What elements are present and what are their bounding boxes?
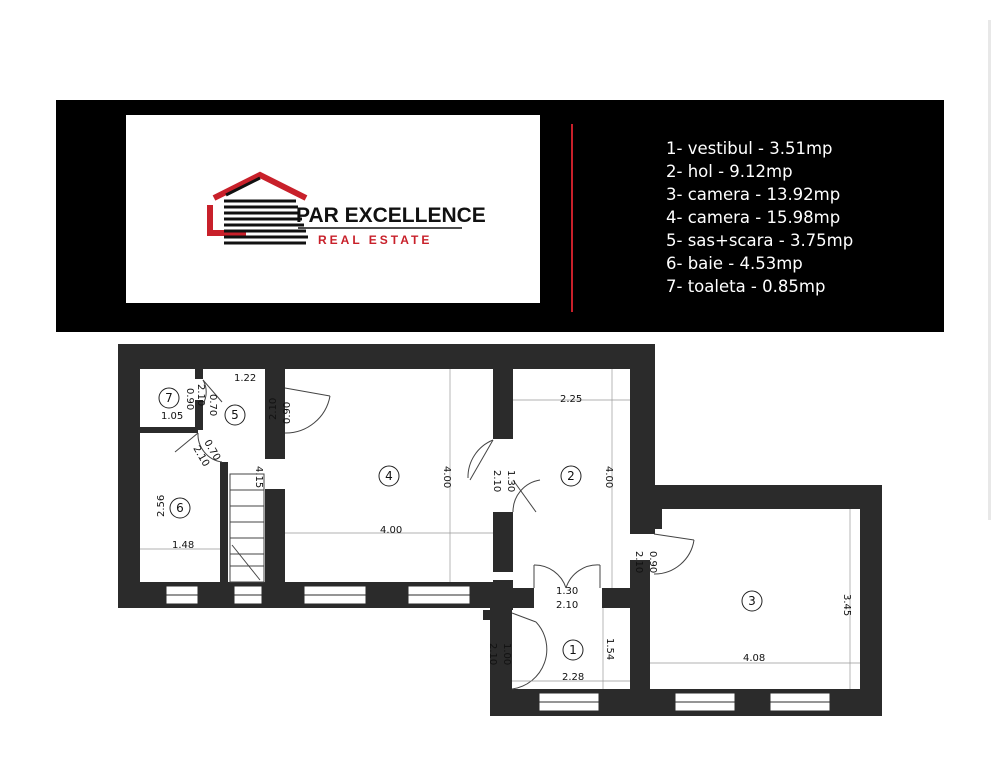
room-number-4: 4 <box>385 469 393 483</box>
dim-label: 2.28 <box>562 672 584 683</box>
dim-label: 4.00 <box>380 525 402 536</box>
room-markers <box>158 387 763 661</box>
window-lines <box>166 594 830 703</box>
walls <box>118 344 882 716</box>
legend-item: 3- camera - 13.92mp <box>666 185 841 204</box>
dim-label: 1.54 <box>604 638 615 660</box>
dim-label: 4.15 <box>253 466 264 488</box>
dim-label: 2.56 <box>156 495 167 517</box>
legend-item: 4- camera - 15.98mp <box>666 208 841 227</box>
stairs <box>229 473 265 583</box>
dim-label: 2.10 <box>487 643 498 665</box>
dim-label: 2.25 <box>560 394 582 405</box>
dim-label: 2.10 <box>195 384 206 406</box>
dim-label: 1.00 <box>501 643 512 665</box>
door-swings <box>174 379 695 690</box>
dim-label: 2.10 <box>268 398 279 420</box>
logo-tagline: REAL ESTATE <box>318 233 432 247</box>
dim-label: 4.00 <box>603 466 614 488</box>
legend-item: 6- baie - 4.53mp <box>666 254 803 273</box>
room-number-3: 3 <box>748 594 756 608</box>
dim-label: 1.30 <box>556 586 578 597</box>
scroll-edge <box>988 20 991 520</box>
legend-item: 2- hol - 9.12mp <box>666 162 793 181</box>
logo-name: PAR EXCELLENCE <box>296 204 486 227</box>
dim-label: 0.90 <box>647 551 658 573</box>
banner-divider <box>571 124 573 312</box>
dimension-lines <box>140 369 860 689</box>
room-number-2: 2 <box>567 469 575 483</box>
room-number-1: 1 <box>569 643 577 657</box>
legend-item: 1- vestibul - 3.51mp <box>666 139 833 158</box>
legend-item: 7- toaleta - 0.85mp <box>666 277 826 296</box>
dim-label: 0.70 <box>207 394 218 416</box>
room-number-6: 6 <box>176 501 184 515</box>
dim-label: 2.10 <box>633 551 644 573</box>
legend-item: 5- sas+scara - 3.75mp <box>666 231 854 250</box>
dim-label: 4.08 <box>743 653 765 664</box>
dim-label: 3.45 <box>841 594 852 616</box>
room-legend: 1- vestibul - 3.51mp 2- hol - 9.12mp 3- … <box>666 137 853 298</box>
dim-label: 1.48 <box>172 540 194 551</box>
room-number-5: 5 <box>231 408 239 422</box>
dim-label: 2.10 <box>556 600 578 611</box>
room-number-7: 7 <box>165 391 173 405</box>
dim-label: 2.10 <box>491 470 502 492</box>
logo-box: PAR EXCELLENCE REAL ESTATE <box>126 115 540 303</box>
dim-label: 0.90 <box>184 388 195 410</box>
company-logo: PAR EXCELLENCE REAL ESTATE <box>207 171 486 247</box>
dim-label: 0.90 <box>282 402 293 424</box>
dim-label: 4.00 <box>441 466 452 488</box>
dim-label: 1.22 <box>234 373 256 384</box>
dim-label: 1.30 <box>505 470 516 492</box>
dim-label: 1.05 <box>161 411 183 422</box>
